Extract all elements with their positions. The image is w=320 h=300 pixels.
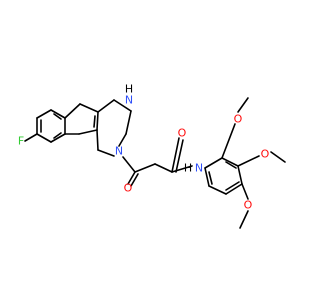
benzene-bond (50, 109, 66, 119)
benzene-bond (36, 133, 52, 143)
acyl-bond (122, 156, 136, 173)
piperidine-bond (97, 149, 115, 157)
methoxy-bond (221, 123, 236, 159)
methoxy-bond (241, 183, 249, 200)
fluorine-bond (24, 133, 38, 142)
aryl-bond (208, 185, 227, 195)
benzene-bond (36, 109, 52, 119)
atom-label-layer: F N H N O O N H O O O (18, 83, 270, 212)
amide-bond (171, 137, 180, 173)
pyrrole-double-bond (93, 115, 96, 128)
ketone-double-bond (130, 173, 139, 187)
amide-oxygen-label: O (178, 127, 187, 140)
methoxy-oxygen-middle-label: O (261, 148, 270, 161)
structure-canvas: F N H N O O N H O O O (18, 83, 286, 229)
aryl-bond (221, 157, 239, 167)
aryl-double-bond (208, 171, 213, 185)
pyrrole-bond (79, 103, 99, 113)
aryl-bond (225, 183, 243, 195)
aryl-bond (237, 165, 243, 185)
amide-n-bond (171, 165, 193, 173)
methyl-bond (239, 210, 249, 229)
methoxy-oxygen-top-label: O (234, 113, 243, 126)
piperidine-bond (113, 99, 132, 112)
ring-nitrogen-label: N (115, 145, 123, 158)
methyl-bond (237, 97, 249, 113)
benzene-double-bond (53, 113, 62, 120)
chain-bond (134, 163, 156, 173)
methoxy-bond (237, 155, 260, 167)
amide-double-bond (175, 139, 184, 173)
piperidine-bond (118, 133, 127, 147)
methyl-bond (270, 151, 286, 163)
amide-hydrogen-label: H (184, 162, 192, 175)
methoxy-oxygen-bottom-label: O (244, 199, 253, 212)
ketone-bond (127, 171, 136, 185)
indole-hydrogen-label: H (125, 83, 133, 96)
piperidine-bond (97, 99, 115, 113)
fluorine-label: F (18, 135, 24, 148)
bond-layer (24, 97, 286, 229)
benzene-bond (50, 133, 66, 143)
aryl-bond (204, 157, 223, 169)
ketone-oxygen-label: O (124, 182, 133, 195)
aryl-double-bond (225, 181, 240, 191)
pyrrole-bond (78, 129, 98, 135)
chain-bond (154, 163, 173, 173)
piperidine-bond (125, 110, 132, 135)
amide-nitrogen-label: N (195, 162, 203, 175)
pyrrole-bond (64, 103, 81, 119)
indole-nitrogen-label: N (125, 94, 133, 107)
benzene-double-bond (53, 132, 62, 139)
aryl-bond (204, 167, 210, 187)
piperidine-bond (96, 129, 99, 151)
pyrrole-bond (96, 111, 99, 131)
molecule-structure: F N H N O O N H O O O (18, 83, 286, 229)
aryl-double-bond (225, 161, 237, 169)
